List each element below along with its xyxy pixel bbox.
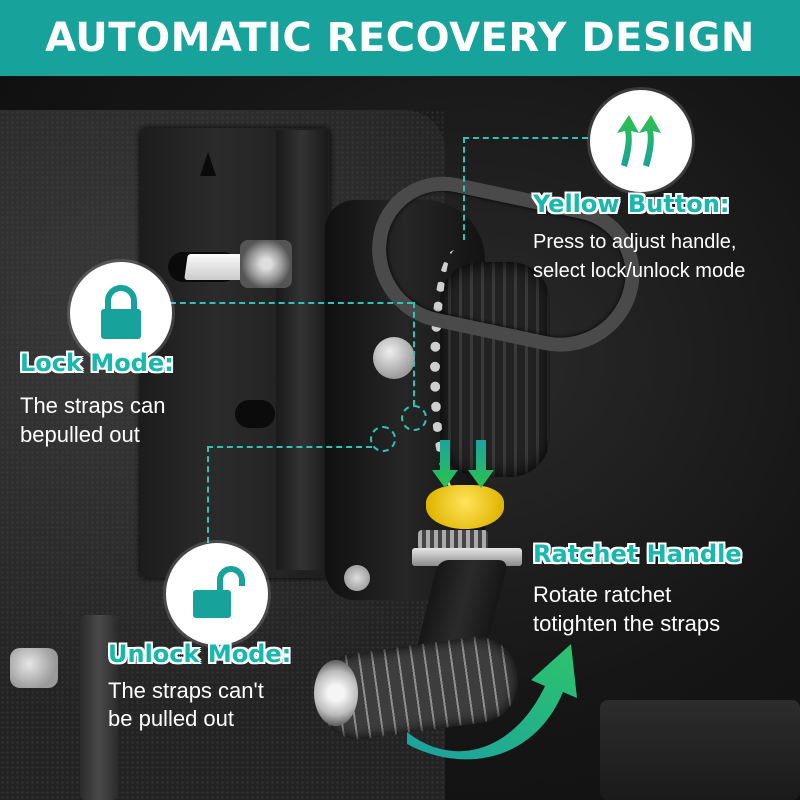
callout-line	[463, 137, 465, 240]
safe-shelf	[600, 700, 800, 800]
banner-title: AUTOMATIC RECOVERY DESIGN	[45, 15, 755, 61]
ratchet-handle-desc-line2: totighten the straps	[533, 611, 721, 636]
lock-mode-desc-line2: bepulled out	[20, 422, 140, 447]
safe-bolt	[10, 648, 58, 688]
callout-ring	[370, 426, 396, 452]
callout-line	[463, 137, 588, 139]
safe-rail	[80, 615, 118, 800]
unlock-mode-desc-line2: be pulled out	[108, 706, 234, 731]
lock-mode-title: Lock Mode:	[20, 349, 174, 377]
yellow-button-title: Yellow Button:	[533, 190, 730, 218]
double-up-arrow-icon	[617, 115, 661, 167]
ratchet-handle-desc-line1: Rotate ratchet	[533, 582, 672, 607]
grip-end-cap	[314, 660, 358, 726]
lock-open-icon	[193, 566, 245, 618]
rotate-arrow-icon	[407, 644, 577, 760]
ratchet-gear	[430, 250, 480, 490]
plate-slot-lower	[235, 400, 275, 428]
callout-ring	[401, 405, 427, 431]
unlock-mode-title: Unlock Mode:	[108, 640, 292, 668]
mounting-plate-rib	[276, 130, 328, 570]
header-banner: AUTOMATIC RECOVERY DESIGN	[0, 0, 800, 76]
callout-line	[413, 302, 415, 406]
down-arrow-icon	[432, 440, 494, 488]
lock-mode-icon-circle	[70, 262, 172, 364]
yellow-button-desc-line2: select lock/unlock mode	[533, 260, 746, 282]
spring	[418, 530, 488, 550]
callout-line	[170, 302, 413, 304]
lock-mode-desc-line1: The straps can	[20, 393, 166, 418]
lock-closed-icon	[101, 285, 141, 339]
unlock-mode-icon-circle	[166, 543, 268, 645]
mounting-bolt	[240, 240, 292, 288]
yellow-button-icon-circle	[590, 90, 692, 192]
release-knob	[373, 337, 415, 379]
callout-line	[207, 446, 209, 543]
plate-spacer	[184, 254, 248, 280]
ratchet-handle-title: Ratchet Handle	[533, 540, 742, 568]
callout-line	[207, 446, 372, 448]
unlock-mode-desc-line1: The straps can't	[108, 678, 264, 703]
plate-triangle-hole	[200, 152, 216, 176]
pivot-bolt	[344, 565, 370, 591]
yellow-button-desc-line1: Press to adjust handle,	[533, 231, 737, 253]
yellow-button	[426, 485, 504, 529]
